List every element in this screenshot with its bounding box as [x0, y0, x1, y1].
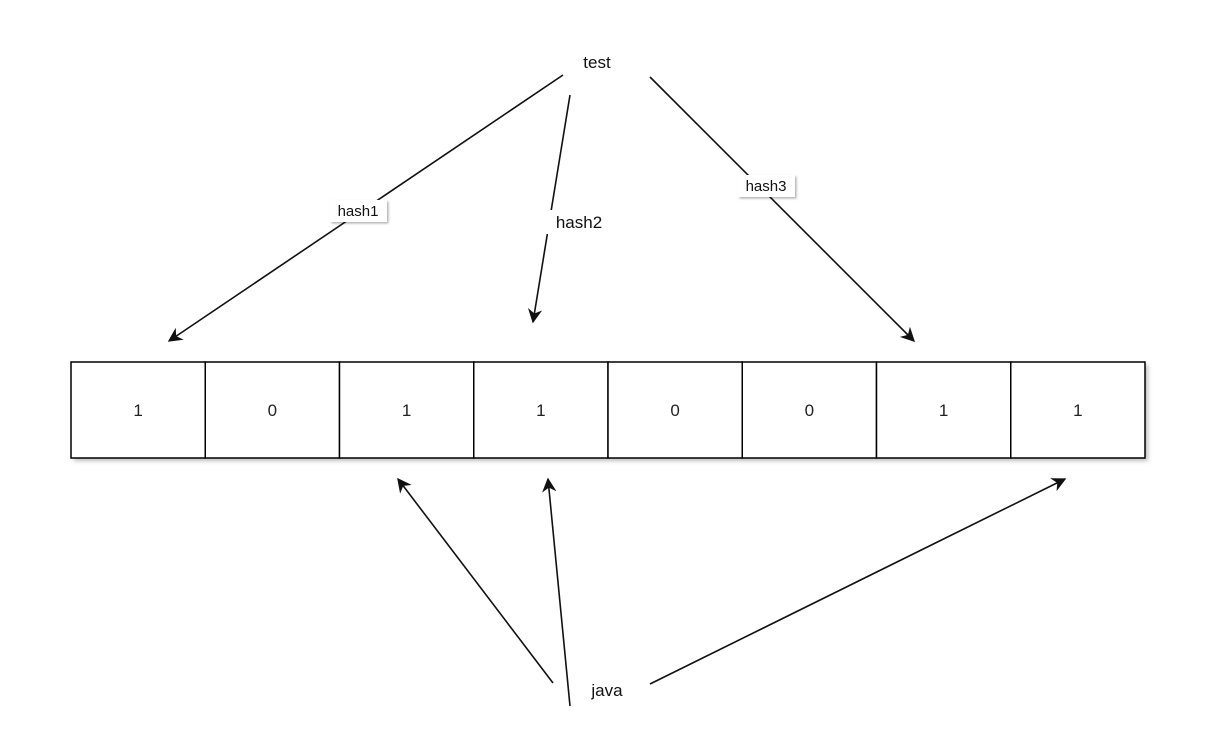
bit-cell-4-box	[473, 361, 609, 459]
edge-label-hash2-box	[545, 210, 613, 234]
bit-cell-8[interactable]: 1	[1010, 361, 1146, 459]
bit-cell-3-value: 1	[402, 401, 411, 420]
bit-cell-4-value: 1	[536, 401, 545, 420]
edge-label-hash3-text: hash3	[746, 178, 787, 195]
bit-cell-3[interactable]: 1	[338, 361, 475, 459]
java-arrows	[397, 477, 1067, 707]
bit-cell-6-value: 0	[805, 401, 814, 420]
bit-cell-1[interactable]: 1	[70, 361, 206, 459]
bit-cell-2[interactable]: 0	[204, 361, 341, 459]
bit-cell-6[interactable]: 0	[741, 361, 878, 459]
bit-cell-8-box	[1010, 361, 1146, 459]
node-test-label: test	[583, 53, 611, 72]
edge-label-hash3-box	[738, 175, 795, 197]
edge-test-to-cell-7	[649, 76, 916, 343]
node-java-background	[578, 674, 640, 704]
bit-cell-5-value: 0	[670, 401, 679, 420]
edge-label-hash3: hash3	[738, 175, 795, 197]
edge-java-to-cell-8	[649, 478, 1067, 685]
node-test-background	[568, 46, 628, 76]
bit-cell-2-value: 0	[268, 401, 277, 420]
bit-cell-1-box	[70, 361, 206, 459]
bit-cell-8-value: 1	[1073, 401, 1082, 420]
test-arrows	[167, 74, 916, 343]
edge-test-to-cell-4	[527, 94, 571, 324]
bit-cell-1-value: 1	[133, 401, 142, 420]
bit-array: 1 0 1 1 0 0 1 1	[70, 361, 1146, 459]
bit-cell-6-box	[741, 361, 878, 459]
edge-label-hash1: hash1	[330, 200, 387, 222]
edge-label-hash2: hash2	[545, 210, 613, 234]
edge-label-hash1-text: hash1	[338, 203, 379, 220]
bit-cell-4[interactable]: 1	[473, 361, 609, 459]
node-java[interactable]: java	[578, 674, 640, 704]
bit-cell-3-box	[338, 361, 475, 459]
bit-cell-7[interactable]: 1	[875, 361, 1012, 459]
node-test[interactable]: test	[568, 46, 628, 76]
bit-array-cells: 1 0 1 1 0 0 1 1	[70, 361, 1146, 459]
bit-cell-2-box	[204, 361, 341, 459]
node-java-label: java	[590, 681, 623, 700]
edge-java-to-cell-3	[397, 477, 554, 684]
bit-cell-5[interactable]: 0	[607, 361, 743, 459]
bit-cell-5-box	[607, 361, 743, 459]
edge-java-to-cell-4	[542, 477, 571, 707]
bit-cell-7-value: 1	[939, 401, 948, 420]
edge-label-hash1-box	[330, 200, 387, 222]
edge-label-hash2-text: hash2	[556, 213, 602, 232]
